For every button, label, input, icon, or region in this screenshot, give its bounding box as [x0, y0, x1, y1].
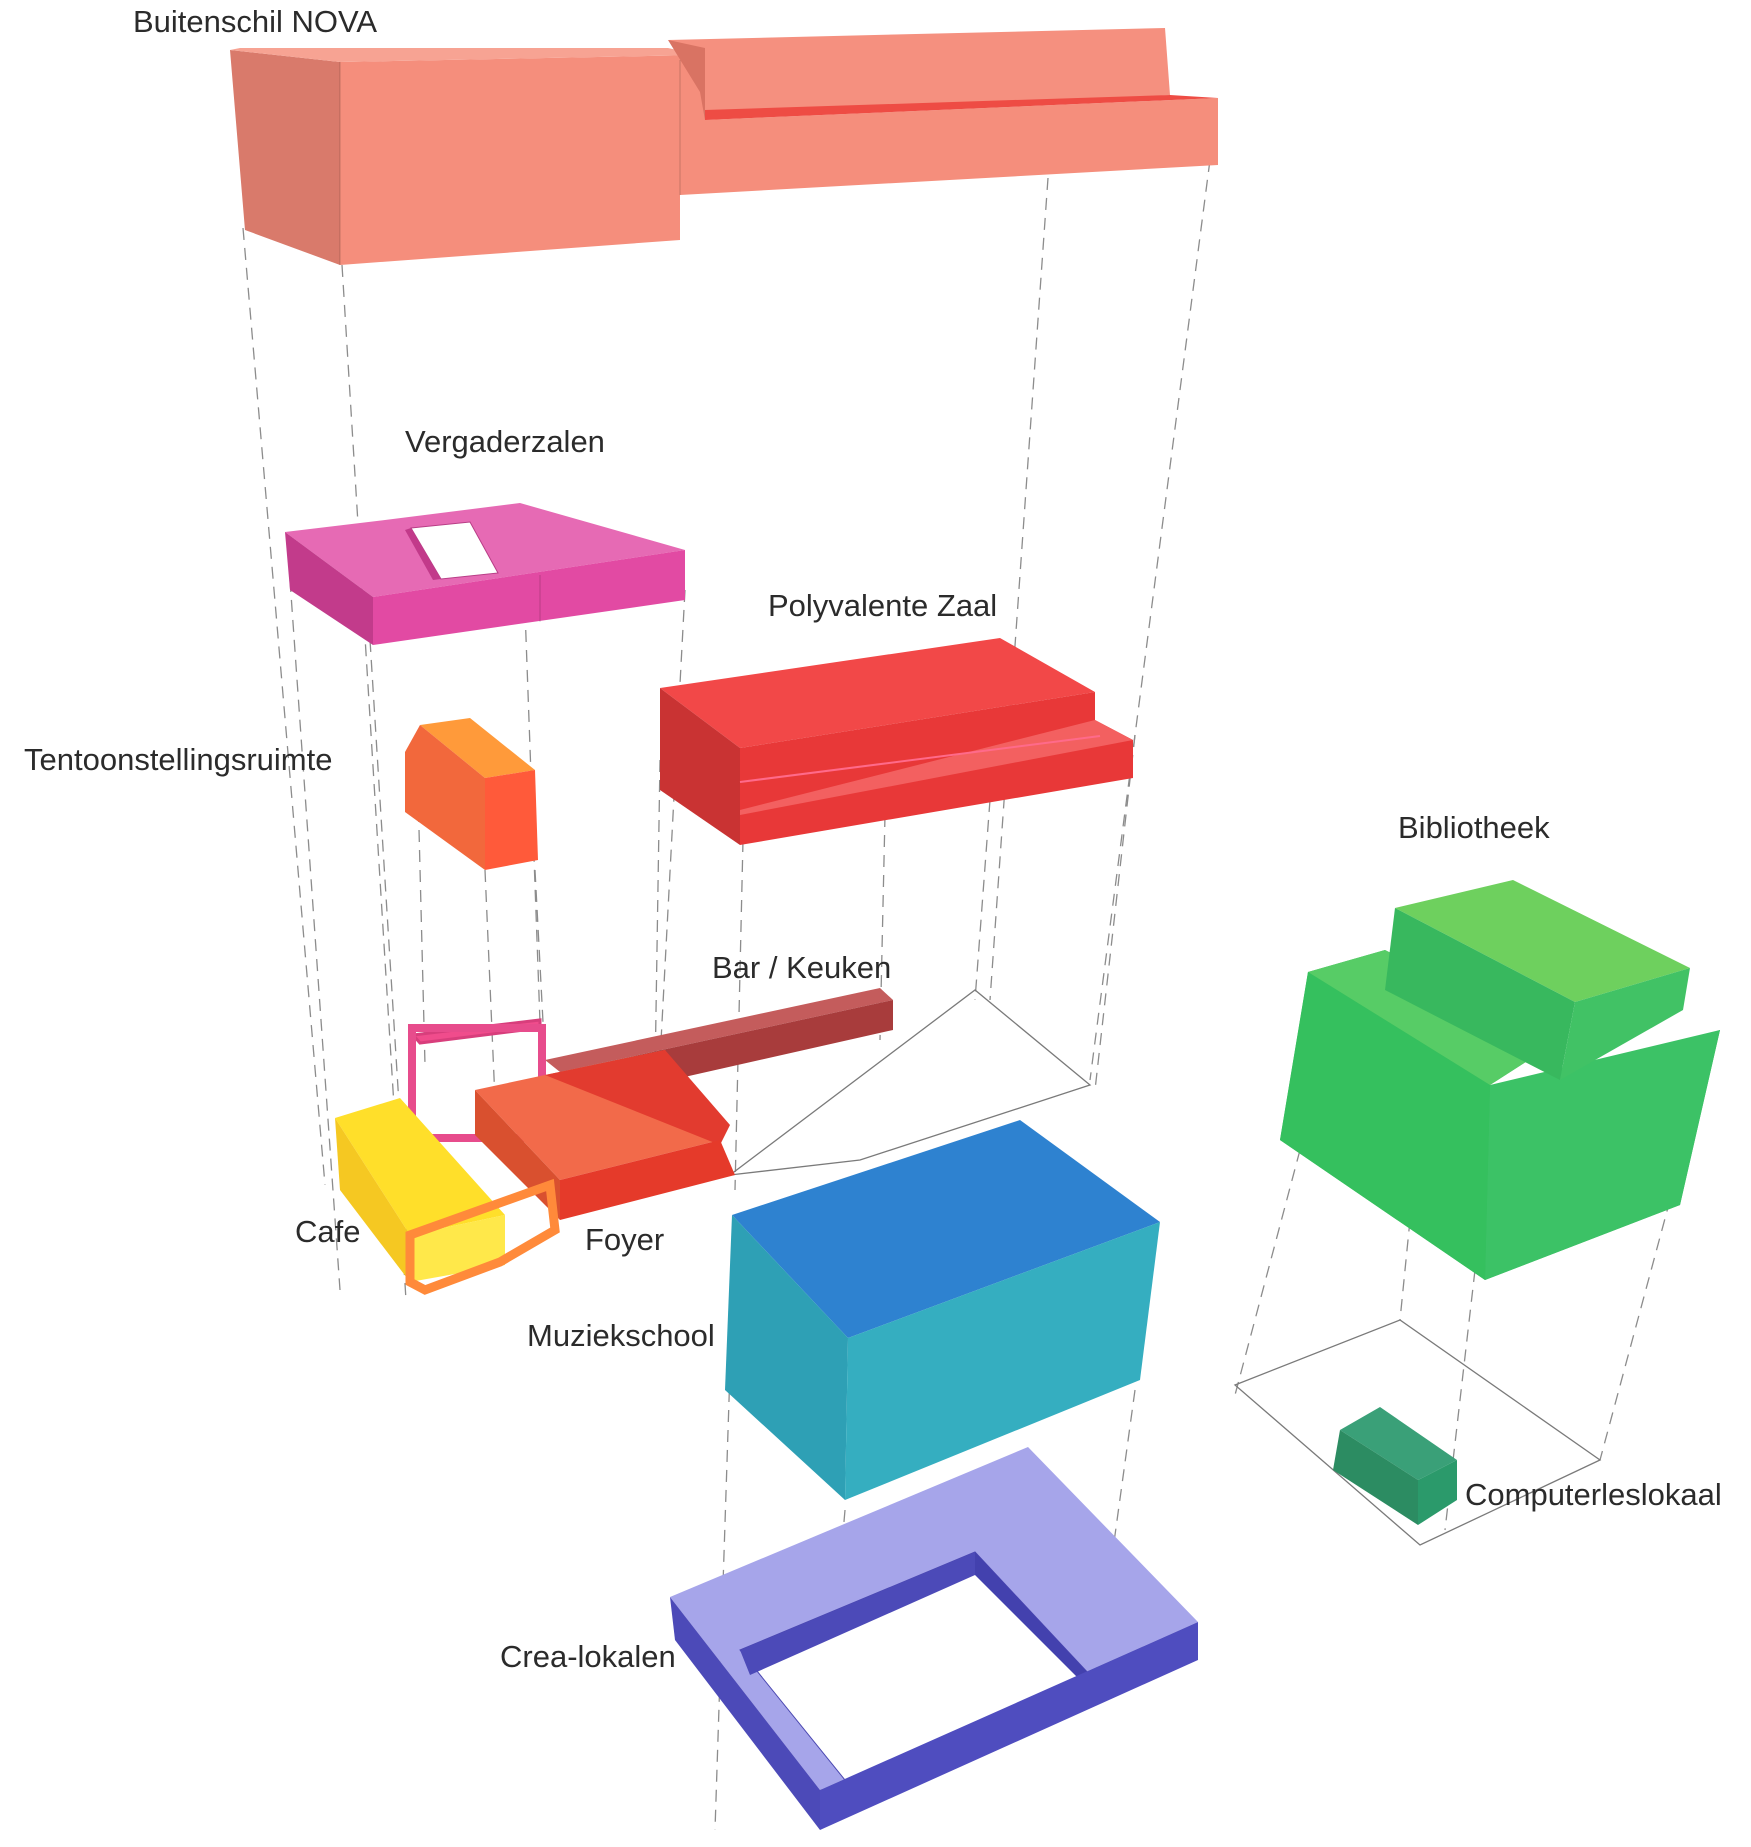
label-cafe: Cafe: [295, 1214, 360, 1249]
label-bar-keuken: Bar / Keuken: [712, 950, 891, 985]
label-buitenschil-nova: Buitenschil NOVA: [133, 4, 377, 39]
vergaderzalen-volume: [285, 503, 685, 645]
label-polyvalente-zaal: Polyvalente Zaal: [768, 588, 997, 623]
cafe-volume: [335, 1098, 560, 1295]
label-bibliotheek: Bibliotheek: [1398, 810, 1550, 845]
buitenschil-nova-volume: [230, 28, 1218, 265]
label-muziekschool: Muziekschool: [527, 1318, 715, 1353]
bibliotheek-volume: [1280, 880, 1720, 1280]
computerleslokaal-footprint: [1233, 1319, 1602, 1546]
bar-keuken-footprint: [727, 989, 1092, 1176]
crea-lokalen-volume: [670, 1447, 1198, 1830]
label-computerleslokaal: Computerleslokaal: [1465, 1477, 1722, 1512]
label-crea-lokalen: Crea-lokalen: [500, 1639, 676, 1674]
label-foyer: Foyer: [585, 1222, 664, 1257]
label-vergaderzalen: Vergaderzalen: [405, 424, 605, 459]
label-tentoonstellingsruimte: Tentoonstellingsruimte: [24, 742, 332, 777]
polyvalente-zaal-volume: [660, 638, 1133, 845]
computerleslokaal-volume: [1333, 1407, 1457, 1525]
tentoonstellingsruimte-volume: [405, 718, 538, 870]
muziekschool-volume: [725, 1120, 1160, 1500]
